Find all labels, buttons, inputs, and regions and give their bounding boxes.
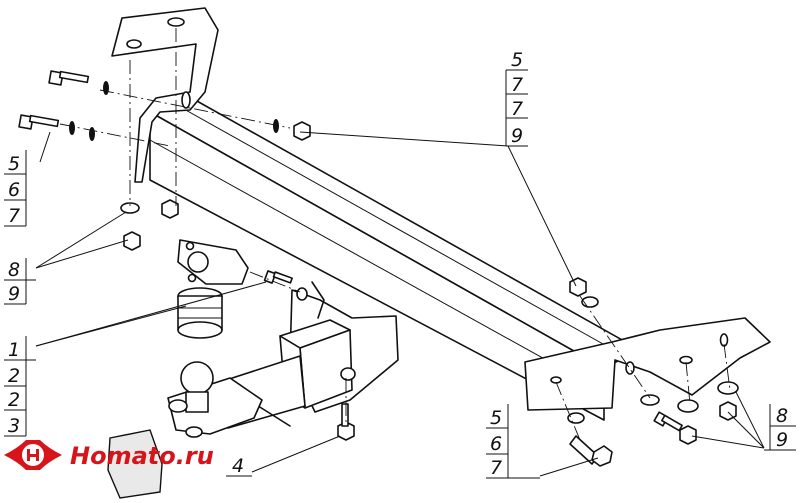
callout-bolt-bottom: 4	[226, 455, 252, 477]
callout-top-left: 5 6 7	[4, 150, 27, 227]
callout-label: 5	[8, 153, 20, 175]
callout-label: 7	[490, 457, 502, 479]
callout-label: 2	[8, 389, 20, 411]
callout-label: 3	[8, 415, 20, 437]
tow-ball	[167, 361, 263, 438]
leader-lines	[35, 131, 765, 477]
callout-label: 8	[8, 259, 20, 281]
callout-label: 9	[8, 283, 20, 305]
homato-logo: Homato.ru	[4, 440, 214, 470]
callout-label: 9	[511, 125, 523, 147]
callout-label: 5	[511, 49, 523, 71]
callout-ball-group: 1 2 2 3	[4, 336, 36, 437]
callout-label: 2	[8, 365, 20, 387]
callout-mid-left: 8 9	[4, 258, 36, 305]
logo-emblem	[4, 440, 62, 470]
callout-label: 6	[8, 179, 20, 201]
callout-label: 8	[776, 405, 788, 427]
callout-bottom-right: 8 9	[764, 404, 796, 451]
callout-label: 6	[490, 433, 502, 455]
callout-bottom-center: 5 6 7	[486, 404, 540, 479]
logo-text: Homato.ru	[70, 442, 214, 470]
left-mounting-bracket	[111, 7, 219, 183]
callout-label: 7	[8, 205, 20, 227]
right-mounting-bracket	[524, 317, 771, 411]
callout-top-right: 5 7 7 9	[505, 49, 528, 147]
callout-label: 7	[511, 98, 523, 120]
center-lines	[59, 28, 731, 441]
callout-label: 5	[490, 407, 502, 429]
callout-label: 4	[232, 455, 244, 477]
rubber-boot	[177, 287, 223, 339]
main-cross-beam	[149, 95, 641, 421]
callout-label: 7	[511, 74, 523, 96]
socket-bracket	[177, 239, 249, 285]
fasteners	[18, 70, 739, 499]
callout-label: 1	[8, 339, 20, 361]
callout-label: 9	[776, 429, 788, 451]
receiver-and-mount	[219, 281, 399, 429]
